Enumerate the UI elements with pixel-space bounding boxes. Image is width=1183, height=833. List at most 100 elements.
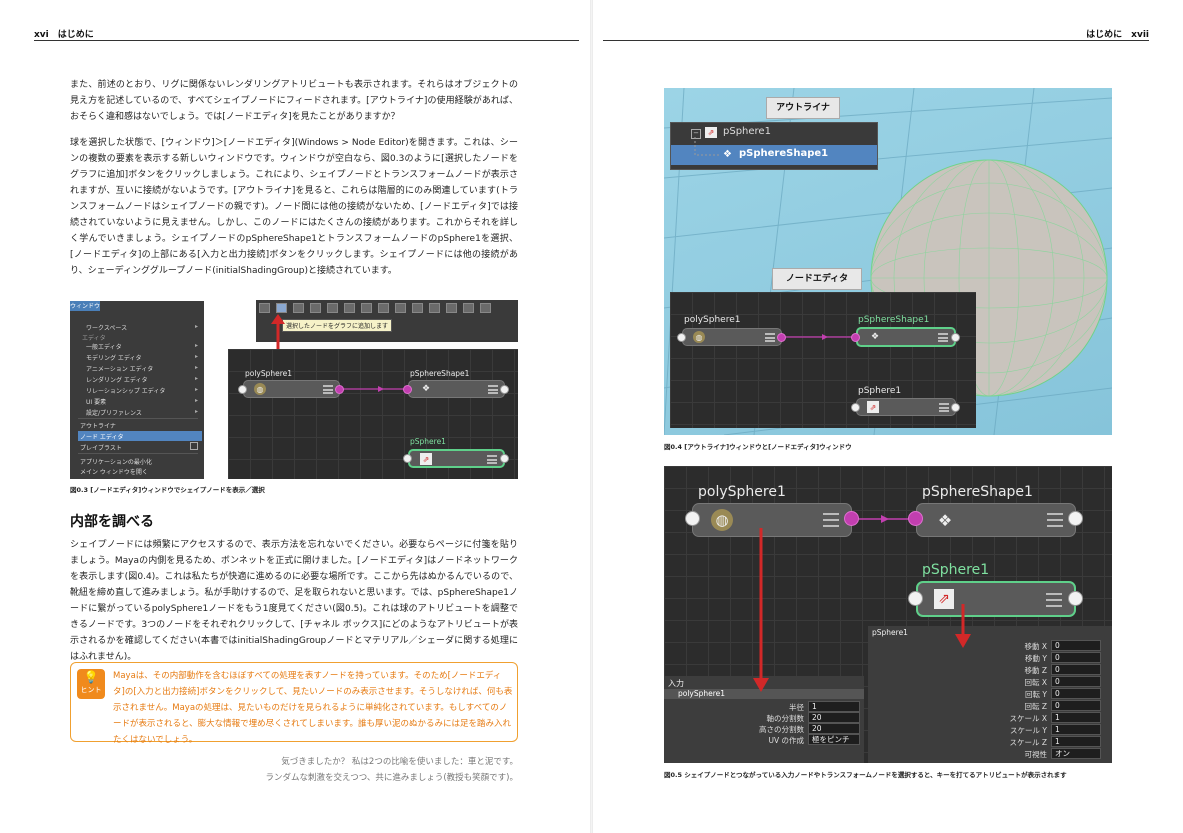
output-port[interactable] (1068, 591, 1083, 606)
toolbar-button-icon[interactable] (361, 303, 372, 313)
input-port[interactable] (403, 385, 412, 394)
attribute-value-field[interactable]: 1 (1051, 724, 1101, 735)
output-port[interactable] (500, 454, 509, 463)
attribute-label: スケール X (1009, 714, 1047, 723)
outliner-item-psphere[interactable]: pSphere1 (723, 126, 771, 137)
output-port[interactable] (951, 403, 960, 412)
toolbar-button-icon[interactable] (412, 303, 423, 313)
toolbar-button-icon[interactable] (327, 303, 338, 313)
collapse-icon[interactable]: − (691, 129, 701, 139)
menu-item-node-editor[interactable]: ノード エディタ (80, 434, 124, 441)
output-port[interactable] (500, 385, 509, 394)
attribute-value-field[interactable]: 1 (1051, 712, 1101, 723)
section-text: シェイプノードには頻繁にアクセスするので、表示方法を忘れないでください。必要なら… (70, 537, 518, 675)
output-port[interactable] (335, 385, 344, 394)
input-port[interactable] (908, 591, 923, 606)
attribute-label: 回転 X (1024, 678, 1047, 687)
menu-title[interactable]: ウィンドウ (70, 301, 101, 311)
attribute-value-field[interactable]: 20 (808, 723, 860, 734)
menu-item-ui-elements[interactable]: UI 要素 (86, 399, 107, 406)
attribute-list-icon[interactable] (323, 385, 333, 394)
attribute-value-field[interactable]: 1 (808, 701, 860, 712)
attribute-value-field[interactable]: オン (1051, 748, 1101, 759)
attribute-value-field[interactable]: 0 (1051, 688, 1101, 699)
connection-lines (859, 515, 908, 523)
toolbar-button-icon[interactable] (276, 303, 287, 313)
mesh-icon: ❖ (723, 149, 732, 160)
window-menu-screenshot: ウィンドウ ワークスペース ▸ エディタ 一般エディタ ▸ モデリング エディタ… (70, 301, 204, 479)
chevron-right-icon: ▸ (194, 375, 198, 382)
attribute-list-icon[interactable] (1046, 593, 1062, 607)
input-port[interactable] (685, 511, 700, 526)
attribute-list-icon[interactable] (487, 455, 497, 464)
node-title-polysphere: polySphere1 (684, 315, 741, 325)
menu-item-rendering-editors[interactable]: レンダリング エディタ (86, 377, 148, 384)
attribute-list-icon[interactable] (488, 385, 498, 394)
node-title-psphereshape: pSphereShape1 (410, 369, 470, 378)
menu-item-node-editor-highlight[interactable] (78, 431, 202, 441)
intro-text: また、前述のとおり、リグに関係ないレンダリングアトリビュートも表示されます。それ… (70, 77, 518, 289)
attribute-list-icon[interactable] (1047, 513, 1063, 527)
attribute-list-icon[interactable] (765, 333, 775, 342)
node-psphereshape[interactable]: ❖ (916, 503, 1076, 537)
toolbar-button-icon[interactable] (259, 303, 270, 313)
attribute-value-field[interactable]: 極をピンチ (808, 734, 860, 745)
attribute-list-icon[interactable] (939, 403, 949, 412)
menu-item-workspace[interactable]: ワークスペース (86, 325, 128, 332)
toolbar-button-icon[interactable] (446, 303, 457, 313)
toolbar-button-icon[interactable] (480, 303, 491, 313)
output-port[interactable] (777, 333, 786, 342)
output-port[interactable] (1068, 511, 1083, 526)
option-box-icon[interactable] (190, 442, 198, 450)
outliner-label: アウトライナ (766, 97, 840, 119)
output-port[interactable] (844, 511, 859, 526)
toolbar-button-icon[interactable] (463, 303, 474, 313)
attribute-list-icon[interactable] (938, 333, 948, 342)
menu-item-playblast[interactable]: プレイブラスト (80, 445, 122, 452)
outliner-selected-row[interactable] (671, 145, 877, 165)
globe-icon: ◍ (693, 331, 705, 343)
input-port[interactable] (238, 385, 247, 394)
attribute-value-field[interactable]: 1 (1051, 736, 1101, 747)
attribute-list-icon[interactable] (823, 513, 839, 527)
menu-item-animation-editors[interactable]: アニメーション エディタ (86, 366, 154, 373)
attribute-label: 可視性 (1024, 750, 1048, 759)
output-port[interactable] (951, 333, 960, 342)
attribute-value-field[interactable]: 0 (1051, 652, 1101, 663)
section-heading: 内部を調べる (70, 514, 154, 530)
outliner-item-psphereshape[interactable]: pSphereShape1 (739, 148, 829, 159)
globe-icon: ◍ (711, 509, 733, 531)
node-psphere[interactable]: ⇗ (408, 449, 505, 468)
menu-item-minimize[interactable]: アプリケーションの最小化 (80, 459, 152, 466)
attribute-value-field[interactable]: 0 (1051, 676, 1101, 687)
mesh-icon: ❖ (937, 510, 953, 530)
header-rule (603, 40, 1149, 41)
node-psphere[interactable]: ⇗ (916, 581, 1076, 617)
toolbar-button-icon[interactable] (293, 303, 304, 313)
menu-item-settings[interactable]: 設定/プリファレンス (86, 410, 142, 417)
attribute-value-field[interactable]: 0 (1051, 700, 1101, 711)
attribute-value-field[interactable]: 0 (1051, 664, 1101, 675)
node-polysphere[interactable]: ◍ (692, 503, 852, 537)
toolbar-button-icon[interactable] (429, 303, 440, 313)
attribute-value-field[interactable]: 20 (808, 712, 860, 723)
node-psphereshape[interactable]: ❖ (856, 327, 956, 347)
input-port[interactable] (851, 333, 860, 342)
menu-item-general-editors[interactable]: 一般エディタ (86, 344, 122, 351)
toolbar-button-icon[interactable] (344, 303, 355, 313)
toolbar-button-icon[interactable] (395, 303, 406, 313)
transform-icon: ⇗ (934, 589, 954, 609)
input-port[interactable] (677, 333, 686, 342)
attribute-label: 回転 Y (1025, 690, 1047, 699)
input-port[interactable] (908, 511, 923, 526)
menu-item-relationship-editors[interactable]: リレーションシップ エディタ (86, 388, 166, 395)
toolbar-button-icon[interactable] (310, 303, 321, 313)
toolbar-button-icon[interactable] (378, 303, 389, 313)
outliner-window: − ⇗ pSphere1 ❖ pSphereShape1 (670, 122, 878, 170)
attribute-value-field[interactable]: 0 (1051, 640, 1101, 651)
input-port[interactable] (851, 403, 860, 412)
menu-item-raise-main[interactable]: メイン ウィンドウを開く (80, 469, 148, 476)
input-port[interactable] (403, 454, 412, 463)
menu-item-outliner[interactable]: アウトライナ (80, 423, 116, 430)
menu-item-modeling-editors[interactable]: モデリング エディタ (86, 355, 142, 362)
